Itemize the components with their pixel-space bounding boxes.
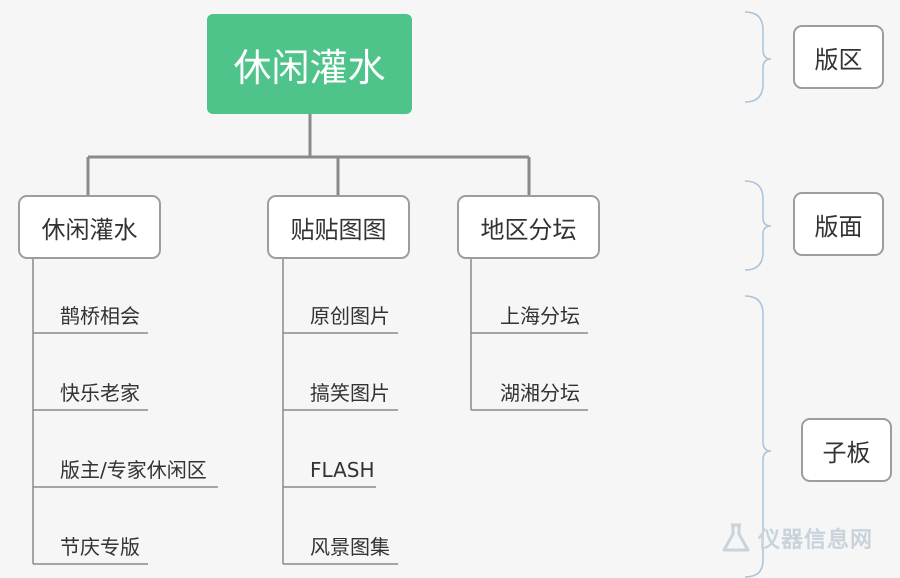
watermark: 仪器信息网 (720, 522, 873, 554)
root-node: 休闲灌水 (207, 14, 412, 114)
legend-level3: 子板 (801, 418, 892, 482)
sub-board-item: 风景图集 (310, 535, 390, 559)
section-node-3: 地区分坛 (457, 195, 600, 259)
sub-board-item: 快乐老家 (60, 381, 140, 405)
sub-board-item: 湖湘分坛 (500, 381, 580, 405)
sub-board-item: 搞笑图片 (310, 381, 390, 405)
section-node-1: 休闲灌水 (18, 195, 161, 259)
sub-board-item: 节庆专版 (60, 535, 140, 559)
watermark-text: 仪器信息网 (758, 528, 874, 553)
brace-level2 (744, 180, 772, 271)
sub-board-item: 原创图片 (310, 304, 390, 328)
sub-board-item: 上海分坛 (500, 304, 580, 328)
brace-level1 (744, 11, 772, 103)
flask-logo-icon (722, 523, 750, 552)
sub-board-item: 版主/专家休闲区 (60, 458, 207, 482)
legend-level2: 版面 (793, 192, 884, 256)
sub-board-item: 鹊桥相会 (60, 304, 140, 328)
brace-level3 (744, 295, 772, 578)
section-node-2: 贴贴图图 (267, 195, 410, 259)
legend-level1: 版区 (793, 25, 884, 89)
sub-board-item: FLASH (310, 458, 375, 482)
